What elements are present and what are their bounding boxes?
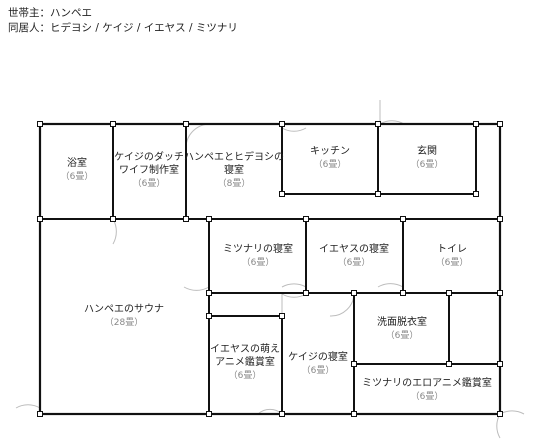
householder-label: 世帯主：ハンペエ xyxy=(8,7,92,19)
room-size: （6畳） xyxy=(411,391,444,402)
outer-wall xyxy=(38,122,502,416)
room-toilet: トイレ （6畳） xyxy=(436,244,469,268)
room-size: （6畳） xyxy=(386,330,419,341)
room-size: （6畳） xyxy=(411,159,444,170)
room-name: ミツナリのエロアニメ鑑賞室 xyxy=(362,376,492,389)
wall-joint xyxy=(351,290,357,296)
wall-joint xyxy=(279,121,285,127)
wall-joint xyxy=(473,121,479,127)
wall-joint xyxy=(351,411,357,417)
room-name: イエヤスの寝室 xyxy=(319,242,389,255)
room-bath: 浴室 （6畳） xyxy=(61,156,94,182)
wall-joint xyxy=(375,121,381,127)
room-ieyasu-bed: イエヤスの寝室 （6畳） xyxy=(319,242,389,268)
room-mitsunari-ero: ミツナリのエロアニメ鑑賞室 （6畳） xyxy=(362,376,492,402)
wall-joint xyxy=(206,216,212,222)
room-size: （6畳） xyxy=(133,178,166,189)
room-name: キッチン xyxy=(310,145,350,157)
wall-joint xyxy=(497,411,503,417)
wall-joint xyxy=(206,411,212,417)
room-size: （28畳） xyxy=(105,317,143,328)
room-size: （6畳） xyxy=(314,159,347,170)
room-name: 浴室 xyxy=(67,156,87,169)
wall-joint xyxy=(279,411,285,417)
cohabitants-label: 同居人：ヒデヨシ / ケイジ / イエヤス / ミツナリ xyxy=(8,22,238,34)
wall-joint xyxy=(400,290,406,296)
room-size: （6畳） xyxy=(338,257,371,268)
wall-joint xyxy=(497,361,503,367)
room-sauna: ハンペエのサウナ （28畳） xyxy=(84,303,164,328)
room-size: （6畳） xyxy=(242,257,275,268)
door-swing xyxy=(281,127,307,132)
room-name: 洗面脱衣室 xyxy=(377,315,427,328)
room-name: 玄関 xyxy=(417,144,437,157)
wall-joint xyxy=(446,361,452,367)
room-name: アニメ鑑賞室 xyxy=(215,355,275,368)
wall-joint xyxy=(37,121,43,127)
room-kitchen: キッチン （6畳） xyxy=(310,145,350,170)
door-swing xyxy=(183,286,210,291)
door-swing xyxy=(377,283,404,288)
room-mitsunari-bed: ミツナリの寝室 （6畳） xyxy=(223,242,293,268)
wall-joint xyxy=(206,313,212,319)
room-washroom: 洗面脱衣室 （6畳） xyxy=(377,315,427,341)
door-swing xyxy=(281,283,307,288)
room-entrance: 玄関 （6畳） xyxy=(411,144,444,170)
door-swing xyxy=(112,218,117,245)
wall-joint xyxy=(446,290,452,296)
room-size: （6畳） xyxy=(229,370,262,381)
door-swing xyxy=(15,404,41,409)
room-name: 寝室 xyxy=(224,163,244,176)
door-swing xyxy=(281,293,307,298)
room-name: ハンペエのサウナ xyxy=(84,303,164,315)
wall-joint xyxy=(110,121,116,127)
wall-joint xyxy=(400,216,406,222)
wall-joint xyxy=(183,216,189,222)
wall-joint xyxy=(279,191,285,197)
room-size: （6畳） xyxy=(61,171,94,182)
door-swing xyxy=(496,413,501,439)
wall-joint xyxy=(206,290,212,296)
room-name: ケイジの寝室 xyxy=(288,350,348,363)
room-name: イエヤスの萌え xyxy=(210,342,280,355)
wall-joint xyxy=(473,191,479,197)
room-name: ミツナリの寝室 xyxy=(223,242,293,255)
wall-joint xyxy=(37,411,43,417)
room-name: トイレ xyxy=(437,244,467,255)
wall-joint xyxy=(497,216,503,222)
room-name: ハンペエとヒデヨシの xyxy=(184,150,284,163)
door-swing xyxy=(185,123,211,149)
wall-joint xyxy=(279,313,285,319)
room-name: ケイジのダッチ xyxy=(114,150,184,163)
wall-joint xyxy=(110,216,116,222)
room-size: （6畳） xyxy=(436,257,469,268)
wall-joint xyxy=(37,216,43,222)
door-swing xyxy=(499,410,525,415)
wall-joint xyxy=(375,191,381,197)
wall-joint xyxy=(303,290,309,296)
wall-joint xyxy=(351,361,357,367)
joints xyxy=(37,121,503,417)
room-name: ワイフ制作室 xyxy=(119,163,179,176)
wall-joint xyxy=(497,290,503,296)
door-swing xyxy=(329,292,355,317)
wall-joint xyxy=(183,121,189,127)
wall-joint xyxy=(303,216,309,222)
header: 世帯主：ハンペエ 同居人：ヒデヨシ / ケイジ / イエヤス / ミツナリ xyxy=(8,6,238,36)
room-keiji-bed: ケイジの寝室 （6畳） xyxy=(288,350,348,376)
room-size: （6畳） xyxy=(302,365,335,376)
wall-joint xyxy=(497,121,503,127)
room-size: （8畳） xyxy=(218,178,251,189)
